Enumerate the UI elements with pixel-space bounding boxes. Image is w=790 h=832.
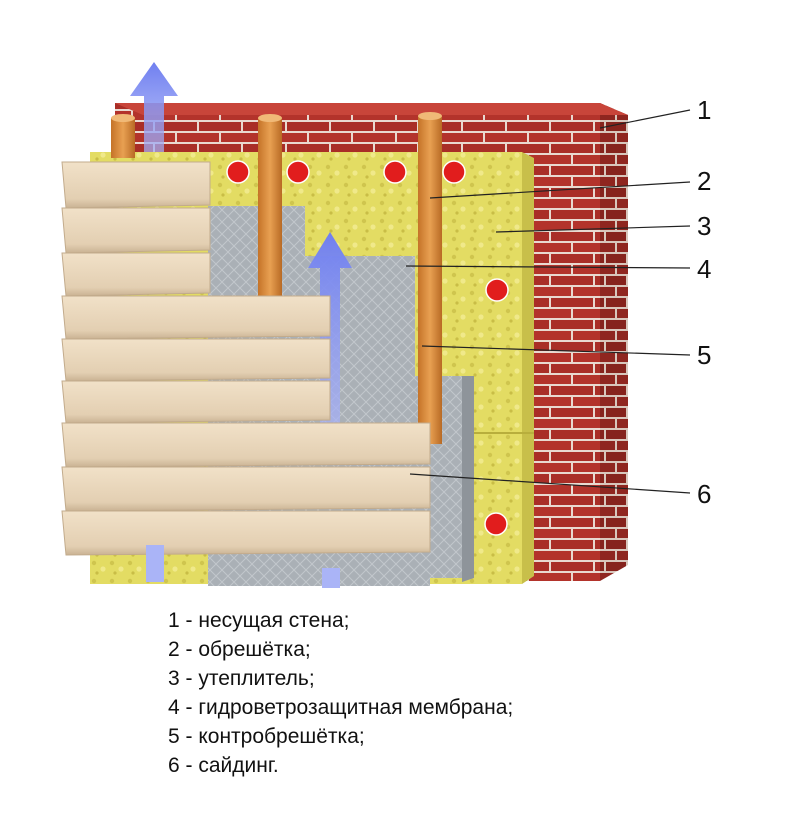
airflow-arrow-middle-bottom — [322, 568, 340, 588]
fastener-dowel — [383, 160, 407, 184]
siding-panel — [61, 380, 331, 424]
leader-line-4 — [405, 265, 691, 269]
legend-item: 6 - сайдинг. — [168, 754, 279, 777]
wood-batten — [111, 118, 135, 158]
leader-line-6 — [409, 473, 691, 494]
legend-item: 3 - утеплитель; — [168, 667, 315, 690]
legend-item: 1 - несущая стена; — [168, 609, 350, 632]
legend-item: 4 - гидроветрозащитная мембрана; — [168, 696, 514, 719]
fastener-dowel — [286, 160, 310, 184]
wall-structure-diagram: 1 2 3 4 5 6 — [61, 62, 711, 588]
siding-panel — [61, 510, 431, 556]
callout-number-1: 1 — [697, 95, 711, 125]
siding-panel — [61, 252, 211, 297]
callout-number-6: 6 — [697, 479, 711, 509]
airflow-arrow-left-top — [130, 62, 178, 160]
callout-number-3: 3 — [697, 211, 711, 241]
siding-panel — [61, 295, 331, 340]
leader-line-3 — [495, 225, 691, 233]
siding-panel — [61, 161, 211, 209]
siding-panel — [61, 466, 431, 512]
siding-panels — [61, 161, 431, 556]
callout-leaders — [405, 109, 691, 494]
wood-batten — [258, 118, 282, 298]
siding-panel — [61, 338, 331, 382]
leader-line-2 — [429, 181, 691, 199]
wood-batten — [418, 116, 442, 444]
callout-number-4: 4 — [697, 254, 711, 284]
callout-number-5: 5 — [697, 340, 711, 370]
callout-numbers: 1 2 3 4 5 6 — [697, 95, 711, 509]
fastener-dowel — [484, 512, 508, 536]
fastener-dowel — [226, 160, 250, 184]
leader-line-1 — [599, 109, 691, 129]
callout-number-2: 2 — [697, 166, 711, 196]
wood-battens — [111, 112, 442, 444]
siding-panel — [61, 207, 211, 254]
legend-list: 1 - несущая стена; 2 - обрешётка; 3 - ут… — [168, 606, 513, 780]
fastener-dowel — [442, 160, 466, 184]
legend-item: 2 - обрешётка; — [168, 638, 311, 661]
leader-line-5 — [421, 345, 691, 356]
airflow-arrow-left-bottom — [146, 545, 164, 582]
legend-item: 5 - контробрешётка; — [168, 725, 365, 748]
fastener-dowel — [485, 278, 509, 302]
siding-panel — [61, 422, 431, 468]
